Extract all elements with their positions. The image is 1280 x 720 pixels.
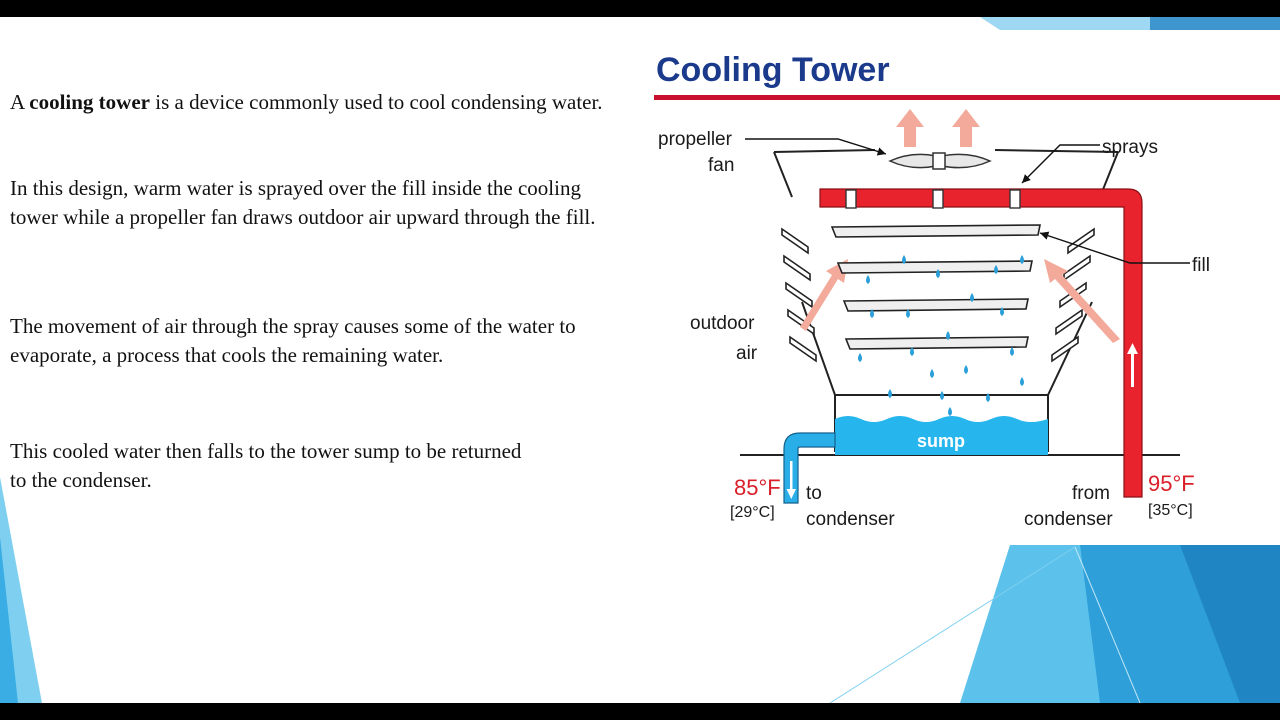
sump-water (835, 416, 1048, 455)
propeller-fan (888, 152, 992, 170)
bottom-left-accent-dark (0, 537, 18, 703)
water-drops (858, 255, 1024, 416)
label-from: from (1072, 483, 1110, 504)
label-propeller: propeller (658, 129, 733, 150)
accent-line-2 (1074, 546, 1141, 703)
label-to-condenser: condenser (806, 509, 895, 530)
label-from-condenser: condenser (1024, 509, 1113, 530)
hot-temp-f: 95°F (1148, 471, 1195, 496)
definition-term: cooling tower (29, 90, 150, 114)
diagram-labels: propeller fan sprays fill outdoor air to… (658, 129, 1210, 530)
air-louvers (781, 227, 1095, 363)
accent-line (829, 546, 1076, 703)
spray-nozzles (845, 189, 1021, 209)
sump-label: sump (917, 431, 965, 451)
flow-arrow-down (786, 461, 796, 499)
label-sprays: sprays (1102, 137, 1158, 158)
label-to: to (806, 483, 822, 504)
hot-water-pipe (819, 188, 1143, 498)
hot-temp-c: [35°C] (1148, 502, 1193, 519)
bottom-right-accent-dark (1180, 545, 1280, 703)
slide-decoration (0, 17, 1280, 703)
label-fill: fill (1192, 255, 1210, 276)
label-outdoor: outdoor (690, 313, 755, 334)
slide: A cooling tower is a device commonly use… (0, 17, 1280, 703)
diagram-title: Cooling Tower (656, 51, 890, 89)
leader-lines (745, 138, 1190, 264)
paragraph-sump: This cooled water then falls to the towe… (10, 439, 522, 492)
title-rule (654, 95, 1280, 100)
label-air: air (736, 343, 758, 364)
definition-prefix: A (10, 90, 30, 114)
fill-plates (830, 224, 1041, 350)
air-flow-arrows (800, 109, 1120, 343)
top-right-accent-dark (1150, 17, 1280, 30)
paragraph-design: In this design, warm water is sprayed ov… (10, 176, 596, 229)
definition-rest: is a device commonly used to cool conden… (150, 90, 603, 114)
cold-temp-c: [29°C] (730, 504, 775, 521)
cold-water-pipe (783, 432, 836, 504)
paragraph-definition: A cooling tower is a device commonly use… (10, 88, 630, 117)
paragraph-evaporation: The movement of air through the spray ca… (10, 314, 576, 367)
cold-temp-f: 85°F (734, 475, 781, 500)
flow-arrow-up (1127, 343, 1138, 387)
label-fan: fan (708, 155, 734, 176)
cooling-tower-diagram: Cooling Tower (654, 51, 1280, 530)
